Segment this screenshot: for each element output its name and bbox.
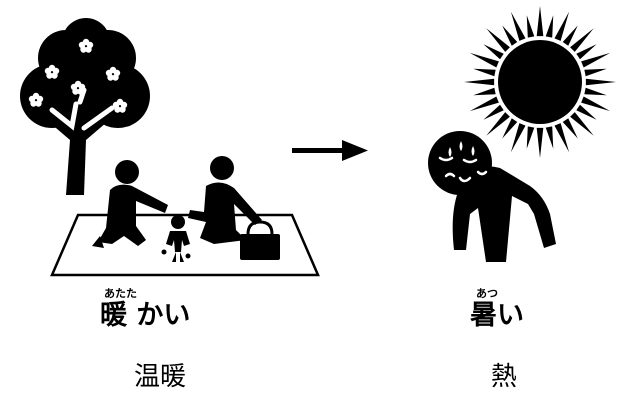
right-word-kana: い [497, 300, 524, 331]
sun-ray [576, 44, 597, 60]
sun-ray [584, 87, 607, 96]
seated-person-right [188, 156, 262, 244]
right-arrow-icon [292, 140, 368, 161]
sun-ray [562, 118, 578, 139]
sun-ray [486, 112, 510, 136]
sun-ray [483, 44, 504, 60]
sun-ray [562, 25, 578, 46]
right-word: あつ 暑い [470, 288, 560, 332]
sun-ray [510, 11, 526, 41]
sun-ray [473, 87, 496, 96]
sun-ray [469, 52, 499, 68]
sweating-person [428, 131, 556, 262]
left-word-text: 暖 かい [100, 300, 240, 332]
left-word-reading: あたた [104, 287, 137, 300]
sun-ray [526, 15, 535, 38]
sun-ray [502, 25, 518, 46]
hot-sun-sweating-person-icon [428, 6, 616, 262]
left-word: あたた 暖 かい [100, 288, 240, 332]
left-meaning: 温暖 [133, 362, 186, 392]
sun-ray [510, 123, 526, 153]
sun-ray [545, 126, 554, 149]
face [438, 156, 488, 183]
sun-ray [581, 52, 611, 68]
right-word-kanji: 暑 [470, 300, 497, 331]
sun-ray [581, 96, 611, 112]
sweat-drops [448, 141, 475, 157]
picnic-under-tree-icon [20, 18, 320, 277]
sun-ray [585, 78, 616, 86]
left-word-kanji: 暖 [100, 300, 127, 331]
sun-ray [483, 104, 504, 120]
sun-ray [554, 11, 570, 41]
sun-ray [545, 15, 554, 38]
child [161, 215, 191, 262]
right-meaning: 熱 [490, 362, 517, 392]
right-word-reading: あつ [476, 287, 498, 300]
sun-ray [473, 68, 496, 77]
left-word-kana: かい [136, 300, 191, 331]
sun-ray [584, 68, 607, 77]
sun-ray [570, 28, 594, 52]
sun-ray [536, 6, 544, 37]
blossoms [28, 38, 128, 113]
sun-ray [570, 112, 594, 136]
tree-icon [20, 18, 150, 195]
sun-ray [526, 126, 535, 149]
illustration [20, 6, 616, 277]
sun-ray [486, 28, 510, 52]
sun-icon [464, 6, 616, 158]
seated-person-left [92, 160, 168, 248]
right-word-text: 暑い [470, 300, 560, 332]
basket [240, 220, 280, 260]
sun-ray [554, 123, 570, 153]
sun-ray [576, 104, 597, 120]
sun-ray [469, 96, 499, 112]
sun-ray [502, 118, 518, 139]
sun-ray [536, 127, 544, 158]
sun-ray [464, 78, 495, 86]
